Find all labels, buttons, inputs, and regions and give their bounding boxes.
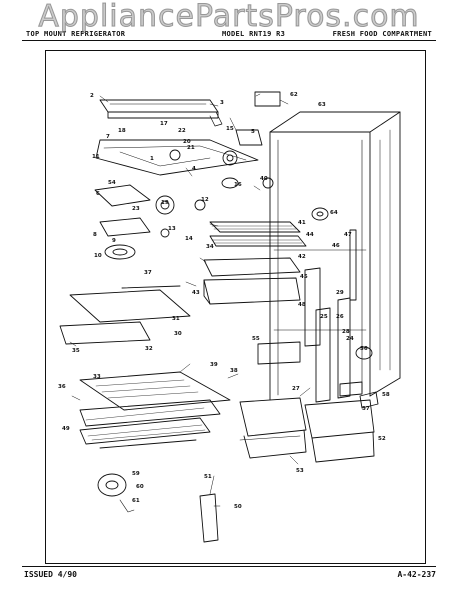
callout-3: 3	[220, 100, 224, 106]
callout-41: 41	[298, 220, 306, 226]
callout-49: 49	[62, 426, 70, 432]
callout-40: 40	[260, 176, 268, 182]
vent-grilles	[257, 341, 363, 397]
callout-10: 10	[94, 253, 102, 259]
callout-56: 56	[360, 346, 368, 352]
callout-30: 30	[174, 331, 182, 337]
callout-55: 55	[252, 336, 260, 342]
callout-12: 12	[201, 197, 209, 203]
callout-33: 33	[93, 374, 101, 380]
damper-control	[229, 91, 281, 146]
callout-57: 57	[362, 406, 370, 412]
footer-rule	[22, 566, 436, 567]
callout-16: 16	[234, 182, 242, 188]
callout-4: 4	[192, 166, 196, 172]
callout-25: 25	[320, 314, 328, 320]
refrigerator-cabinet	[269, 111, 401, 401]
callout-43: 43	[192, 290, 200, 296]
callout-6: 6	[96, 191, 100, 197]
callout-23: 23	[132, 206, 140, 212]
callout-62: 62	[290, 92, 298, 98]
crisper-drawers	[239, 397, 375, 463]
callout-42: 42	[298, 254, 306, 260]
shelf-rails	[304, 229, 357, 403]
callout-1: 1	[150, 156, 154, 162]
header-product-type: TOP MOUNT REFRIGERATOR	[26, 30, 126, 38]
callout-37: 37	[144, 270, 152, 276]
control-housing	[99, 99, 223, 127]
callout-11: 11	[92, 154, 100, 160]
callout-48: 48	[298, 302, 306, 308]
callout-15: 15	[226, 126, 234, 132]
meat-keeper-drawer	[203, 257, 301, 305]
light-bulb-assembly	[97, 473, 219, 543]
issued-date: ISSUED 4/90	[24, 570, 77, 579]
callout-26: 26	[336, 314, 344, 320]
header-rule	[22, 40, 436, 41]
glass-shelf-upper	[59, 285, 191, 345]
callout-52: 52	[378, 436, 386, 442]
header-section-name: FRESH FOOD COMPARTMENT	[332, 30, 432, 38]
right-wall-details	[311, 207, 379, 409]
shelf-upper-small	[209, 221, 307, 247]
callout-29: 29	[336, 290, 344, 296]
callout-63: 63	[318, 102, 326, 108]
callout-13: 13	[168, 226, 176, 232]
evaporator-cover	[95, 139, 259, 176]
callout-36: 36	[58, 384, 66, 390]
callout-64: 64	[330, 210, 338, 216]
callout-5: 5	[251, 129, 255, 135]
callout-61: 61	[132, 498, 140, 504]
callout-44: 44	[306, 232, 314, 238]
callout-27: 27	[292, 386, 300, 392]
callout-32: 32	[145, 346, 153, 352]
callout-53: 53	[296, 468, 304, 474]
callout-47: 47	[344, 232, 352, 238]
glass-shelf-lower	[79, 371, 231, 449]
callout-18: 18	[118, 128, 126, 134]
callout-54: 54	[108, 180, 116, 186]
callout-7: 7	[106, 134, 110, 140]
callout-35: 35	[72, 348, 80, 354]
callout-45: 45	[300, 274, 308, 280]
header-model-number: MODEL RNT19 R3	[222, 30, 286, 38]
diagram-frame	[45, 50, 426, 564]
callout-31: 31	[172, 316, 180, 322]
callout-46: 46	[332, 243, 340, 249]
callout-20: 20	[183, 139, 191, 145]
callout-24: 24	[346, 336, 354, 342]
callout-34: 34	[206, 244, 214, 250]
callout-19: 19	[161, 200, 169, 206]
callout-8: 8	[93, 232, 97, 238]
callout-21: 21	[187, 145, 195, 151]
callout-28: 28	[342, 329, 350, 335]
callout-60: 60	[136, 484, 144, 490]
callout-2: 2	[90, 93, 94, 99]
callout-50: 50	[234, 504, 242, 510]
fan-motor-assembly	[94, 177, 274, 260]
leader-lines	[69, 93, 311, 507]
callout-17: 17	[160, 121, 168, 127]
callout-39: 39	[210, 362, 218, 368]
callout-38: 38	[230, 368, 238, 374]
callout-22: 22	[178, 128, 186, 134]
callout-14: 14	[185, 236, 193, 242]
callout-9: 9	[112, 238, 116, 244]
callout-51: 51	[204, 474, 212, 480]
callout-58: 58	[382, 392, 390, 398]
callout-59: 59	[132, 471, 140, 477]
drawing-code: A-42-237	[397, 570, 436, 579]
